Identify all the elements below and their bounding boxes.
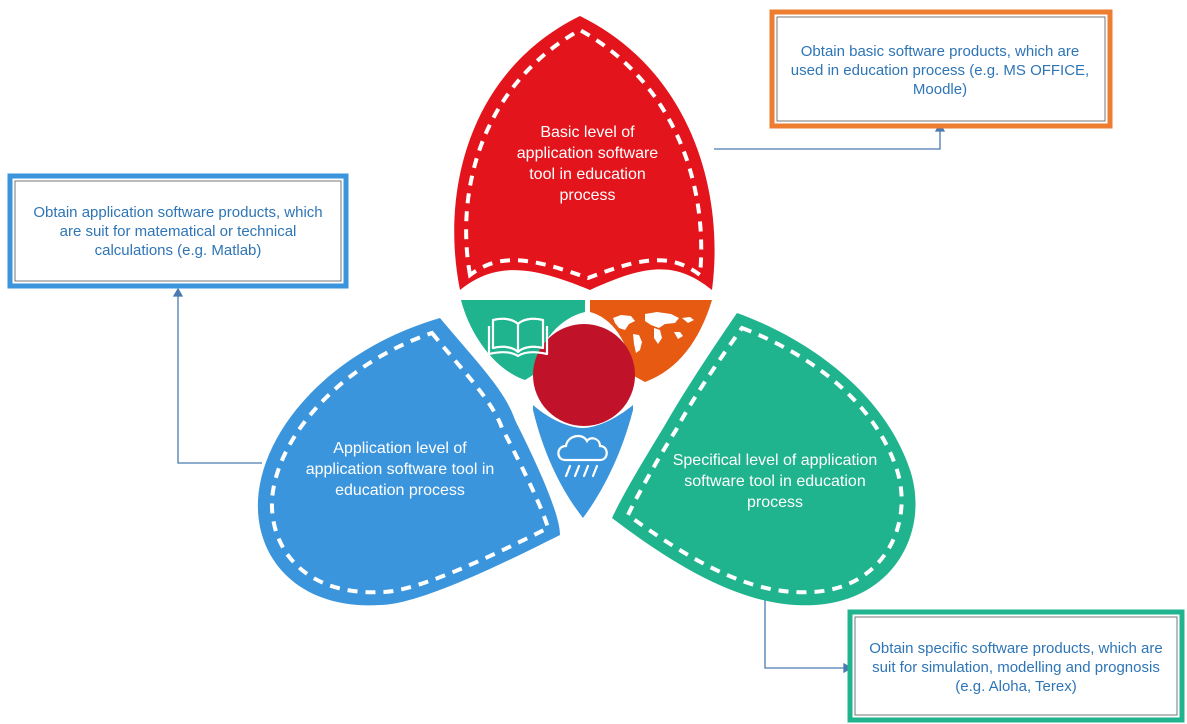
connector-application (172, 287, 262, 464)
petal-application (257, 318, 560, 606)
note-basic-text: Obtain basic software products, which ar… (790, 42, 1090, 98)
petal-basic (454, 16, 715, 290)
note-application-inner (14, 180, 342, 282)
book-icon (487, 317, 549, 358)
connector-specific (764, 595, 853, 674)
center-circle (533, 324, 635, 426)
center-segment-blue (533, 405, 633, 518)
note-basic-inner (776, 16, 1106, 122)
note-specific: Obtain specific software products, which… (866, 622, 1166, 712)
note-basic: Obtain basic software products, which ar… (790, 24, 1090, 116)
petal-specifical-dashed-border (625, 325, 904, 595)
note-application-text: Obtain application software products, wh… (33, 203, 323, 259)
note-application: Obtain application software products, wh… (30, 186, 326, 276)
note-specific-inner (854, 616, 1178, 716)
petal-specifical-label: Specifical level of application software… (672, 452, 878, 511)
petal-application-label: Application level of application softwar… (305, 440, 495, 499)
petal-application-dashed-border (269, 330, 551, 595)
rain-cloud-icon (557, 434, 608, 478)
world-map-icon (613, 312, 694, 353)
note-specific-text: Obtain specific software products, which… (869, 639, 1163, 695)
petal-basic-label: Basic level of application software tool… (516, 124, 659, 204)
